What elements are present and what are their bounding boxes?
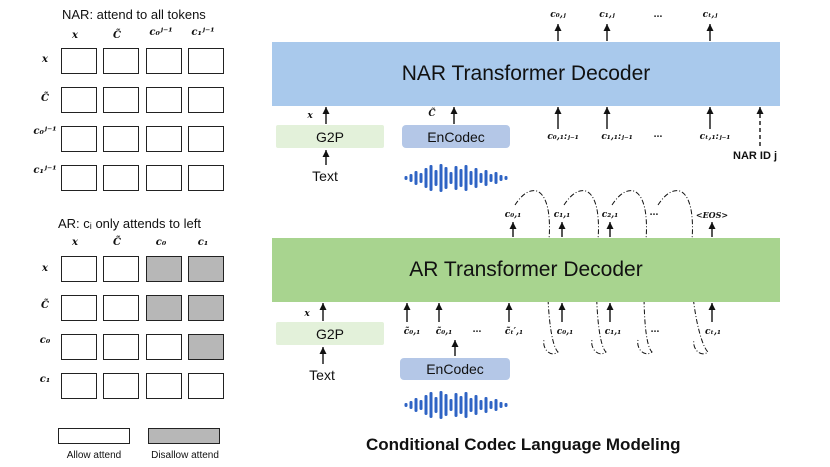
nar-col-header-c: C̃ <box>113 30 121 41</box>
nar-cell-1-0 <box>61 87 97 113</box>
allow-label: Allow attend <box>66 450 122 461</box>
nar-matrix-title: NAR: attend to all tokens <box>62 7 206 22</box>
ar-output-eos: <EOS> <box>695 210 729 220</box>
ar-output-2: c₂,₁ <box>601 210 619 220</box>
nar-cell-0-0 <box>61 48 97 74</box>
ar-output-1: c₁,₁ <box>553 210 571 220</box>
ar-cell-2-0 <box>61 334 97 360</box>
disallow-label: Disallow attend <box>151 450 219 461</box>
ar-col-header-x: x <box>72 237 78 248</box>
nar-cell-2-2 <box>146 126 182 152</box>
nar-encodec-box: EnCodec <box>402 125 510 148</box>
ar-input-prompt-0: c̃₀,₁ <box>403 327 421 337</box>
ar-input-prompt-ellipsis: … <box>472 325 482 335</box>
ar-text-input: Text <box>309 367 335 383</box>
nar-input-1: c₁,₁:ⱼ₋₁ <box>601 132 633 142</box>
ar-cell-2-2 <box>146 334 182 360</box>
nar-c-label: C̃ <box>428 109 436 119</box>
nar-cell-1-2 <box>146 87 182 113</box>
ar-row-header-c0: c₀ <box>39 335 51 346</box>
ar-row-header-c1: c₁ <box>39 374 51 385</box>
nar-cell-2-0 <box>61 126 97 152</box>
nar-id-label: NAR ID j <box>733 150 777 162</box>
feedback-loop-0 <box>514 190 559 355</box>
ar-row-header-c: C̃ <box>41 300 49 311</box>
nar-cell-2-3 <box>188 126 224 152</box>
nar-g2p-box: G2P <box>276 125 384 148</box>
autoregressive-loop-layer <box>514 190 709 355</box>
ar-input-ellipsis: … <box>650 325 660 335</box>
ar-cell-3-3 <box>188 373 224 399</box>
nar-row-header-x: x <box>42 54 48 65</box>
ar-input-c0: c₀,₁ <box>556 327 574 337</box>
ar-matrix-title: AR: cᵢ only attends to left <box>58 216 201 231</box>
nar-output-0: c₀,ⱼ <box>550 10 566 20</box>
ar-cell-1-2 <box>146 295 182 321</box>
nar-cell-1-1 <box>103 87 139 113</box>
nar-text-input: Text <box>312 168 338 184</box>
ar-input-c1: c₁,₁ <box>604 327 622 337</box>
nar-output-ellipsis: … <box>653 10 663 20</box>
nar-transformer-decoder: NAR Transformer Decoder <box>272 42 780 106</box>
nar-row-header-c: C̃ <box>41 93 49 104</box>
nar-waveform-icon <box>404 164 508 192</box>
ar-cell-2-1 <box>103 334 139 360</box>
waveform-layer <box>404 164 508 419</box>
nar-input-t: cₜ,₁:ⱼ₋₁ <box>699 132 731 142</box>
ar-cell-1-1 <box>103 295 139 321</box>
nar-cell-2-1 <box>103 126 139 152</box>
nar-cell-0-3 <box>188 48 224 74</box>
ar-input-ct: cₜ,₁ <box>705 327 721 337</box>
ar-cell-0-1 <box>103 256 139 282</box>
ar-col-header-c1: c₁ <box>197 237 209 248</box>
ar-cell-1-3 <box>188 295 224 321</box>
ar-cell-0-0 <box>61 256 97 282</box>
nar-col-header-c0: c₀ʲ⁻¹ <box>149 27 173 38</box>
nar-cell-3-3 <box>188 165 224 191</box>
ar-encodec-box: EnCodec <box>400 358 510 380</box>
nar-cell-1-3 <box>188 87 224 113</box>
arrow-layer <box>319 24 764 364</box>
ar-cell-0-2 <box>146 256 182 282</box>
feedback-loop-2 <box>611 190 653 355</box>
ar-input-prompt-t: c̃ₜ′,₁ <box>504 327 524 337</box>
nar-output-t: cₜ,ⱼ <box>702 10 718 20</box>
nar-output-1: c₁,ⱼ <box>599 10 615 20</box>
figure-caption: Conditional Codec Language Modeling <box>366 435 681 454</box>
ar-cell-3-2 <box>146 373 182 399</box>
nar-cell-3-0 <box>61 165 97 191</box>
ar-x-label: x <box>304 309 310 319</box>
nar-input-0: c₀,₁:ⱼ₋₁ <box>547 132 579 142</box>
ar-g2p-box: G2P <box>276 322 384 345</box>
ar-cell-0-3 <box>188 256 224 282</box>
nar-cell-3-2 <box>146 165 182 191</box>
ar-col-header-c: C̃ <box>113 237 121 248</box>
allow-swatch <box>58 428 130 444</box>
ar-transformer-decoder: AR Transformer Decoder <box>272 238 780 302</box>
nar-x-label: x <box>307 111 313 121</box>
feedback-loop-3 <box>657 190 709 355</box>
nar-cell-0-1 <box>103 48 139 74</box>
ar-col-header-c0: c₀ <box>155 237 167 248</box>
nar-cell-3-1 <box>103 165 139 191</box>
feedback-loop-1 <box>563 190 607 355</box>
ar-cell-1-0 <box>61 295 97 321</box>
ar-cell-2-3 <box>188 334 224 360</box>
ar-output-0: c₀,₁ <box>504 210 522 220</box>
nar-row-header-c1: c₁ʲ⁻¹ <box>33 165 57 176</box>
ar-cell-3-0 <box>61 373 97 399</box>
nar-cell-0-2 <box>146 48 182 74</box>
ar-cell-3-1 <box>103 373 139 399</box>
nar-col-header-c1: c₁ʲ⁻¹ <box>191 27 215 38</box>
ar-row-header-x: x <box>42 263 48 274</box>
disallow-swatch <box>148 428 220 444</box>
nar-input-ellipsis: … <box>653 130 663 140</box>
nar-row-header-c0: c₀ʲ⁻¹ <box>33 126 57 137</box>
ar-waveform-icon <box>404 391 508 419</box>
ar-output-ellipsis: … <box>649 208 659 218</box>
nar-col-header-x: x <box>72 30 78 41</box>
ar-input-prompt-1: c̃₀,₁ <box>435 327 453 337</box>
